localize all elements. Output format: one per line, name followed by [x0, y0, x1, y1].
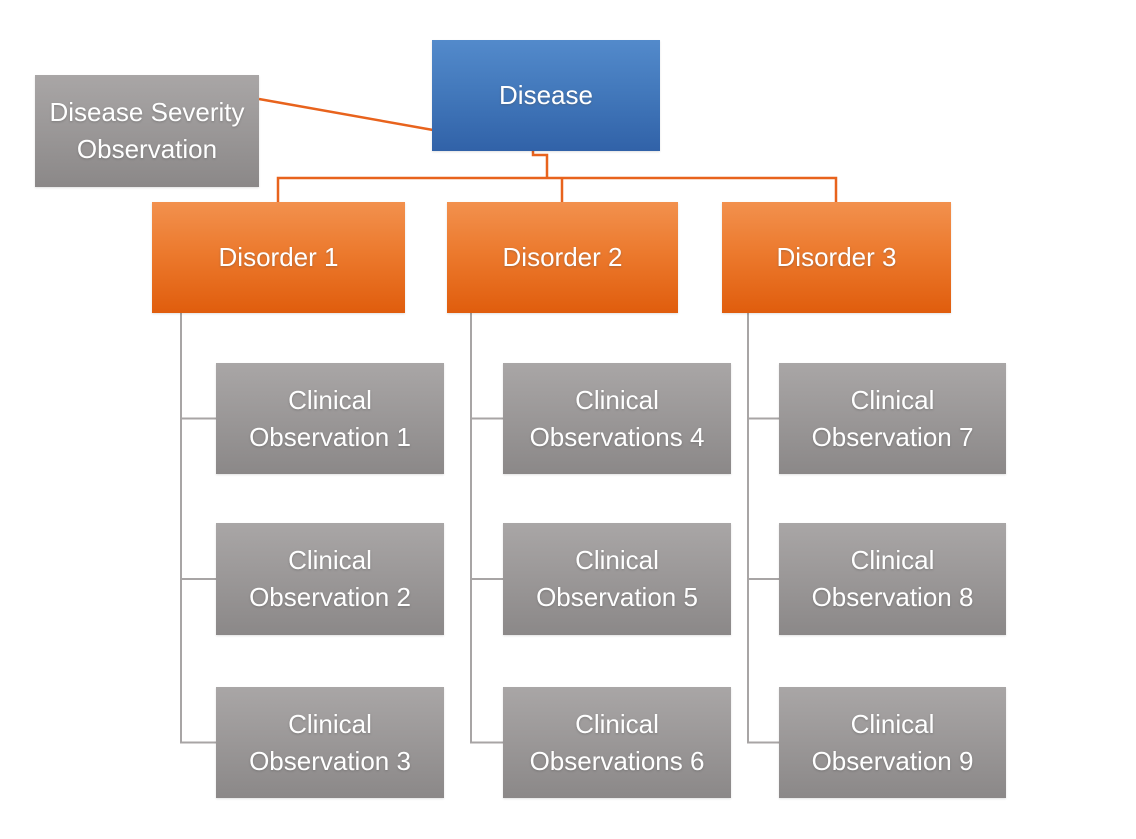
node-clinical-observation-3: Clinical Observation 3 — [216, 687, 444, 798]
node-obs-4-label-line2: Observations 4 — [529, 421, 705, 452]
node-clinical-observation-1: Clinical Observation 1 — [216, 363, 444, 474]
node-disease: Disease — [432, 40, 660, 151]
node-obs-2-label-line2: Observation 2 — [249, 582, 411, 612]
node-disorder-2-label: Disorder 2 — [502, 242, 623, 272]
node-obs-3-label-line1: Clinical — [288, 708, 372, 739]
connector-disorder-bus — [276, 176, 838, 202]
node-disorder-3: Disorder 3 — [722, 202, 951, 313]
node-obs-1-label-line2: Observation 1 — [249, 421, 411, 452]
node-clinical-observations-6: Clinical Observations 6 — [503, 687, 731, 798]
node-obs-5-label-line2: Observation 5 — [536, 582, 698, 612]
node-disorder-3-label: Disorder 3 — [776, 242, 897, 272]
connector-severity-to-disease — [258, 97, 434, 132]
node-severity-label-line1: Disease Severity — [49, 97, 245, 127]
node-obs-9-label-line1: Clinical — [850, 708, 935, 739]
node-clinical-observation-5: Clinical Observation 5 — [503, 523, 731, 635]
connector-disorder1-hang — [180, 313, 216, 744]
node-clinical-observation-9: Clinical Observation 9 — [779, 687, 1006, 798]
node-obs-9-label-line2: Observation 9 — [811, 745, 974, 776]
node-clinical-observation-7: Clinical Observation 7 — [779, 363, 1006, 474]
node-disorder-2: Disorder 2 — [447, 202, 678, 313]
node-severity-label-line2: Observation — [76, 134, 218, 164]
node-clinical-observation-2: Clinical Observation 2 — [216, 523, 444, 635]
node-disorder-1-label: Disorder 1 — [218, 242, 339, 272]
node-obs-8-label-line2: Observation 8 — [811, 582, 974, 612]
connector-disease-drop — [531, 151, 549, 178]
node-obs-3-label-line2: Observation 3 — [249, 745, 411, 776]
node-obs-7-label-line1: Clinical — [850, 384, 935, 415]
node-disease-label: Disease — [499, 80, 593, 110]
node-obs-6-label-line1: Clinical — [575, 708, 659, 739]
node-clinical-observations-4: Clinical Observations 4 — [503, 363, 731, 474]
node-obs-4-label-line1: Clinical — [575, 384, 659, 415]
connector-disorder2-hang — [470, 313, 503, 744]
node-obs-6-label-line2: Observations 6 — [529, 745, 705, 776]
node-disease-severity-observation: Disease Severity Observation — [35, 75, 259, 187]
connector-disorder3-hang — [747, 313, 779, 744]
node-clinical-observation-8: Clinical Observation 8 — [779, 523, 1006, 635]
node-obs-2-label-line1: Clinical — [288, 545, 372, 575]
node-obs-5-label-line1: Clinical — [575, 545, 659, 575]
node-disorder-1: Disorder 1 — [152, 202, 405, 313]
node-obs-8-label-line1: Clinical — [850, 545, 935, 575]
node-obs-1-label-line1: Clinical — [288, 384, 372, 415]
node-obs-7-label-line2: Observation 7 — [811, 421, 974, 452]
